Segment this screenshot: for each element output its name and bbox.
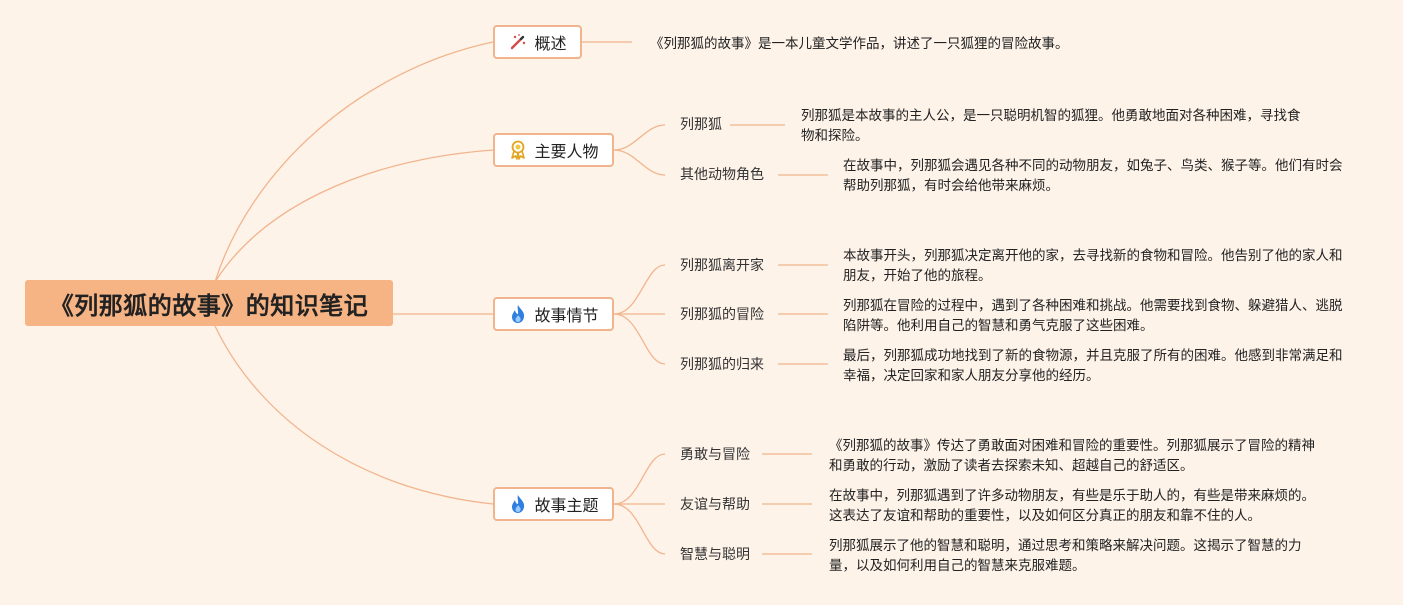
branch-label: 概述 (534, 34, 567, 53)
branch-plot[interactable]: 故事情节 (493, 297, 614, 331)
subtopic-reynard[interactable]: 列那狐 (680, 117, 722, 133)
fire-icon (508, 494, 528, 514)
branch-themes[interactable]: 故事主题 (493, 487, 614, 521)
subtopic-adventure[interactable]: 列那狐的冒险 (680, 307, 764, 323)
subtopic-friendship[interactable]: 友谊与帮助 (680, 497, 750, 513)
note-courage: 《列那狐的故事》传达了勇敢面对困难和冒险的重要性。列那狐展示了冒险的精神和勇敢的… (829, 438, 1315, 474)
subtopic-other-animals[interactable]: 其他动物角色 (680, 167, 764, 183)
subtopic-leaving-home[interactable]: 列那狐离开家 (680, 258, 764, 274)
note-leaving-home: 本故事开头，列那狐决定离开他的家，去寻找新的食物和冒险。他告别了他的家人和朋友，… (843, 248, 1343, 284)
branch-label: 主要人物 (534, 142, 599, 161)
award-medal-icon (508, 140, 528, 160)
note-friendship: 在故事中，列那狐遇到了许多动物朋友，有些是乐于助人的，有些是带来麻烦的。这表达了… (829, 488, 1315, 524)
root-topic[interactable]: 《列那狐的故事》的知识笔记 (25, 280, 393, 326)
subtopic-wisdom[interactable]: 智慧与聪明 (680, 547, 750, 563)
root-title: 《列那狐的故事》的知识笔记 (49, 291, 369, 320)
branch-label: 故事主题 (534, 496, 599, 515)
fire-icon (508, 304, 528, 324)
note-return: 最后，列那狐成功地找到了新的食物源，并且克服了所有的困难。他感到非常满足和幸福，… (843, 348, 1343, 384)
branch-main-characters[interactable]: 主要人物 (493, 133, 614, 167)
note-adventure: 列那狐在冒险的过程中，遇到了各种困难和挑战。他需要找到食物、躲避猎人、逃脱陷阱等… (843, 298, 1343, 334)
note-reynard: 列那狐是本故事的主人公，是一只聪明机智的狐狸。他勇敢地面对各种困难，寻找食物和探… (801, 108, 1301, 144)
note-overview: 《列那狐的故事》是一本儿童文学作品，讲述了一只狐狸的冒险故事。 (650, 36, 1069, 52)
subtopic-courage[interactable]: 勇敢与冒险 (680, 447, 750, 463)
magic-wand-icon (508, 32, 528, 52)
note-wisdom: 列那狐展示了他的智慧和聪明，通过思考和策略来解决问题。这揭示了智慧的力量，以及如… (829, 538, 1302, 574)
note-other-animals: 在故事中，列那狐会遇见各种不同的动物朋友，如兔子、鸟类、猴子等。他们有时会帮助列… (843, 158, 1343, 194)
branch-overview[interactable]: 概述 (493, 25, 582, 59)
branch-label: 故事情节 (534, 306, 599, 325)
subtopic-return[interactable]: 列那狐的归来 (680, 357, 764, 373)
